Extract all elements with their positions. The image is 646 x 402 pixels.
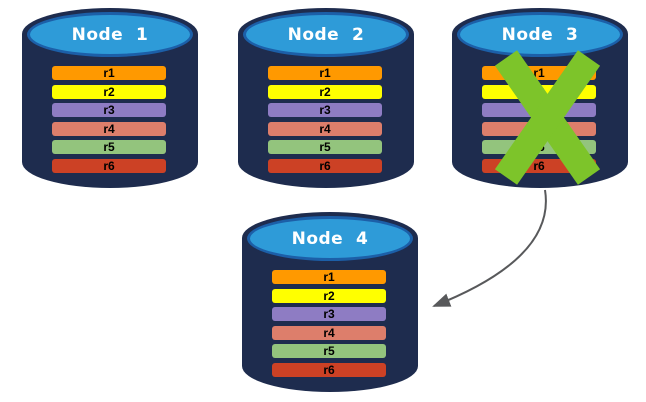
node-2-replica-r5: r5 xyxy=(268,140,382,154)
node-4-cylinder: Node 4 r1 r2 r3 r4 r5 r6 xyxy=(242,212,418,392)
node-1-replica-r1: r1 xyxy=(52,66,166,80)
node-3-cylinder: Node 3 r1 r2 r3 r4 r5 r6 xyxy=(452,8,628,188)
node-2-replica-r2: r2 xyxy=(268,85,382,99)
node-4-replica-r1: r1 xyxy=(272,270,386,284)
node-1-replica-r6: r6 xyxy=(52,159,166,173)
node-1-cylinder: Node 1 r1 r2 r3 r4 r5 r6 xyxy=(22,8,198,188)
node-3-replica-r4: r4 xyxy=(482,122,596,136)
node-2-replica-r6: r6 xyxy=(268,159,382,173)
node-2-title: Node 2 xyxy=(287,25,365,45)
node-3-replica-r3: r3 xyxy=(482,103,596,117)
node-4-replica-r4: r4 xyxy=(272,326,386,340)
node-4-title: Node 4 xyxy=(291,229,369,249)
node-1-title: Node 1 xyxy=(71,25,149,45)
node-3-replica-r6: r6 xyxy=(482,159,596,173)
node-1-cylinder-top: Node 1 xyxy=(27,12,193,57)
node-2-replica-r4: r4 xyxy=(268,122,382,136)
node-3-replica-r1: r1 xyxy=(482,66,596,80)
node-1-replica-r4: r4 xyxy=(52,122,166,136)
node-1-replica-r2: r2 xyxy=(52,85,166,99)
node-2-replica-r1: r1 xyxy=(268,66,382,80)
node-4-replica-r2: r2 xyxy=(272,289,386,303)
failover-arrow xyxy=(432,189,547,307)
node-1-replica-r3: r3 xyxy=(52,103,166,117)
node-3-title: Node 3 xyxy=(501,25,579,45)
node-4-replica-r5: r5 xyxy=(272,344,386,358)
node-3-replica-r5: r5 xyxy=(482,140,596,154)
node-2-replica-r3: r3 xyxy=(268,103,382,117)
node-3-cylinder-top: Node 3 xyxy=(457,12,623,57)
node-4-replica-r3: r3 xyxy=(272,307,386,321)
node-4-replica-r6: r6 xyxy=(272,363,386,377)
node-2-cylinder: Node 2 r1 r2 r3 r4 r5 r6 xyxy=(238,8,414,188)
node-4-cylinder-top: Node 4 xyxy=(247,216,413,261)
node-2-cylinder-top: Node 2 xyxy=(243,12,409,57)
node-1-replica-r5: r5 xyxy=(52,140,166,154)
node-3-replica-r2: r2 xyxy=(482,85,596,99)
